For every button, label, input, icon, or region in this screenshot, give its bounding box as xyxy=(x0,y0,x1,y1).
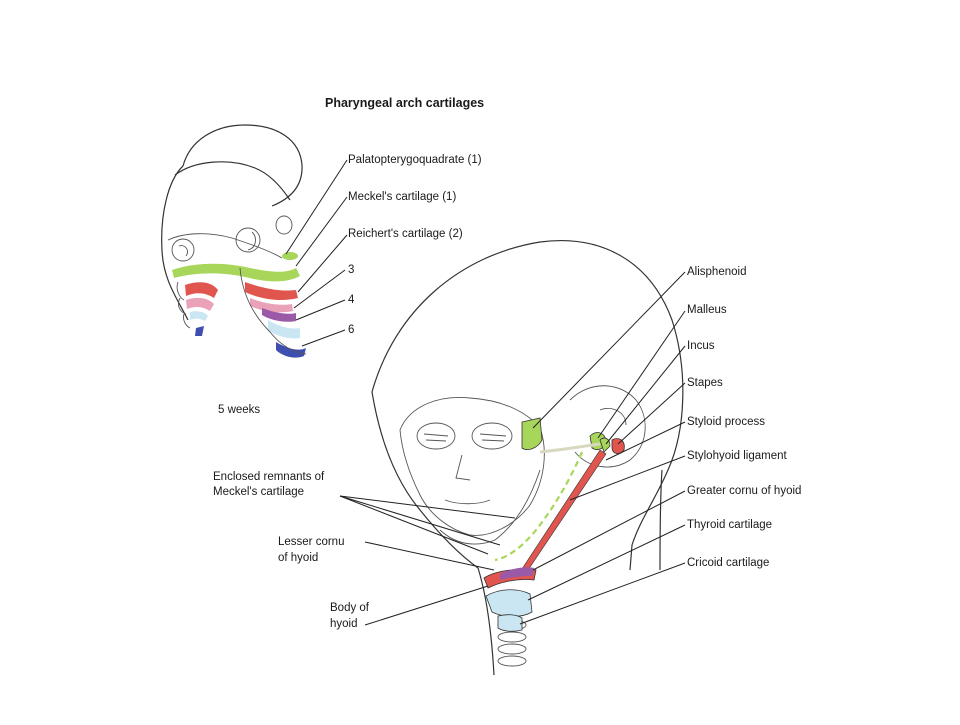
label-cricoid-cartilage: Cricoid cartilage xyxy=(687,557,769,569)
embryo-nasal-pit-left xyxy=(171,238,195,262)
label-lesser-cornu-2: of hyoid xyxy=(278,552,318,564)
embryo-arch3-left xyxy=(186,297,214,311)
embryo-arch4-left xyxy=(190,311,208,321)
label-meckels-cartilage: Meckel's cartilage (1) xyxy=(348,191,456,203)
leader-lesser-cornu xyxy=(364,541,495,571)
embryo-arch1-meckels xyxy=(172,263,300,282)
leader-arch6 xyxy=(301,329,346,347)
label-body-of-hyoid-1: Body of xyxy=(330,602,370,614)
embryo-face-outline xyxy=(167,233,283,259)
label-stylohyoid-ligament: Stylohyoid ligament xyxy=(687,450,788,462)
embryo-head-illustration xyxy=(161,124,307,358)
leader-meckels xyxy=(295,196,348,267)
leader-enclosed-2 xyxy=(339,495,501,546)
adult-thyroid-cartilage xyxy=(485,589,533,617)
label-enclosed-remnants-1: Enclosed remnants of xyxy=(213,471,325,483)
label-greater-cornu: Greater cornu of hyoid xyxy=(687,485,801,497)
adult-eye-lines xyxy=(423,433,507,442)
label-lesser-cornu-1: Lesser cornu xyxy=(278,536,344,548)
embryo-arch4-lightblue xyxy=(268,320,300,339)
leader-enclosed-1 xyxy=(339,495,516,519)
embryo-arch-clefts xyxy=(176,267,307,355)
leader-alisphenoid xyxy=(532,271,686,429)
label-alisphenoid: Alisphenoid xyxy=(687,266,746,278)
leader-stapes xyxy=(617,382,686,445)
adult-orbit-left xyxy=(416,422,456,450)
adult-alisphenoid xyxy=(521,417,543,450)
adult-cricoid-cartilage xyxy=(497,614,523,632)
diagram-title: Pharyngeal arch cartilages xyxy=(325,96,484,110)
adult-mandible xyxy=(439,469,541,545)
leader-greater-cornu xyxy=(532,490,686,571)
leader-arch4 xyxy=(295,299,346,321)
leader-reicherts xyxy=(297,234,348,293)
adult-incus xyxy=(599,437,611,453)
label-arch-6: 6 xyxy=(348,324,354,336)
adult-stapes xyxy=(611,438,625,454)
leader-incus xyxy=(605,345,686,445)
embryo-eye xyxy=(235,227,261,253)
embryo-arch4-right xyxy=(262,308,296,322)
adult-neck-back xyxy=(659,469,663,571)
label-reicherts-cartilage: Reichert's cartilage (2) xyxy=(348,228,463,240)
label-styloid-process: Styloid process xyxy=(687,416,765,428)
embryo-head-outline xyxy=(161,124,303,321)
adult-meckels-remnants xyxy=(494,451,584,562)
adult-styloid-stylohyoid xyxy=(519,449,607,577)
leader-stylohyoid xyxy=(569,455,686,501)
label-incus: Incus xyxy=(687,340,715,352)
adult-skull-face xyxy=(399,397,545,536)
label-body-of-hyoid-2: hyoid xyxy=(330,618,358,630)
leader-body-hyoid xyxy=(364,585,489,626)
label-arch-3: 3 xyxy=(348,264,354,276)
adult-ear-region xyxy=(569,385,646,468)
leader-enclosed-3 xyxy=(339,495,489,555)
embryo-brain-fold xyxy=(174,161,291,201)
label-thyroid-cartilage: Thyroid cartilage xyxy=(687,519,772,531)
embryo-nasal-pit-left-inner xyxy=(178,245,188,257)
embryo-arch3-right xyxy=(250,298,293,313)
embryo-age-label: 5 weeks xyxy=(218,404,260,416)
embryo-eye-inner xyxy=(247,231,256,251)
adult-orbit-right xyxy=(471,422,513,450)
leader-styloid xyxy=(605,421,686,461)
leader-malleus xyxy=(597,310,686,439)
adult-hyoid-greater-cornu xyxy=(500,567,534,580)
label-enclosed-remnants-2: Meckel's cartilage xyxy=(213,486,304,498)
leader-arch3 xyxy=(293,269,346,309)
adult-sphenomandibular xyxy=(539,442,601,454)
label-palatopterygoquadrate: Palatopterygoquadrate (1) xyxy=(348,154,482,166)
label-malleus: Malleus xyxy=(687,304,727,316)
adult-head-illustration xyxy=(371,240,684,676)
leader-cricoid xyxy=(519,562,686,625)
embryo-palatopterygoquadrate xyxy=(282,252,298,260)
adult-ear-canal xyxy=(599,407,627,426)
embryo-arch2-right xyxy=(245,282,298,300)
embryo-otic-pit xyxy=(275,215,293,235)
embryo-arch2-left xyxy=(185,282,218,298)
label-stapes: Stapes xyxy=(687,377,723,389)
adult-nose xyxy=(455,454,471,481)
leader-palatopterygoquadrate xyxy=(285,159,348,255)
embryo-arch6-left xyxy=(195,326,204,336)
label-arch-4: 4 xyxy=(348,294,355,306)
leader-thyroid xyxy=(527,524,686,601)
adult-neck-front xyxy=(371,391,495,676)
adult-mouth xyxy=(444,499,491,505)
